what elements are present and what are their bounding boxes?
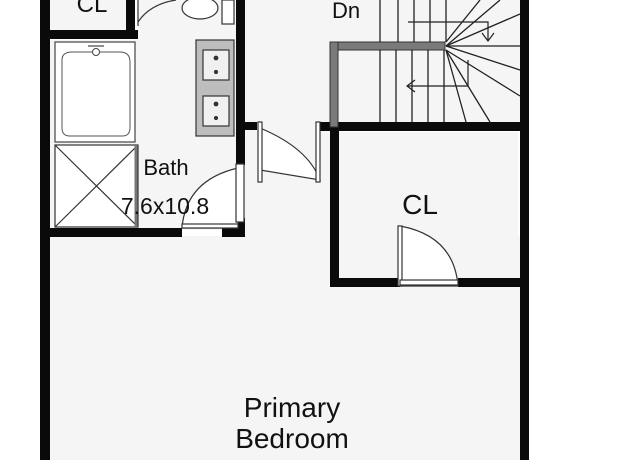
stair-arrow-head-down <box>481 32 495 42</box>
closet-top-left-floor <box>48 0 134 33</box>
bathtub-faucet-icon <box>92 48 100 56</box>
wall-bath-bottom-right <box>222 228 245 237</box>
wall-bath-bottom <box>40 228 182 237</box>
primary-bedroom-label-line1: Primary <box>244 392 340 423</box>
wall-closet-bottom-left <box>330 278 400 287</box>
stair-arrow-path <box>408 21 489 40</box>
wall-hall-stub <box>245 122 257 130</box>
bathtub <box>54 41 136 143</box>
stair-arrow-lower-path <box>408 60 469 87</box>
primary-bedroom-label-line2: Bedroom <box>235 423 349 454</box>
stairs-label: Dn <box>332 0 360 23</box>
walls <box>40 0 529 460</box>
wall-closet-top-left-bottom <box>40 30 138 39</box>
closet-top-left-label: CL <box>77 0 108 18</box>
sink-lower <box>202 95 230 127</box>
bathtub-basin <box>61 51 131 137</box>
toilet-bowl <box>181 0 219 20</box>
wall-closet-left <box>330 130 339 286</box>
staircase <box>379 0 521 123</box>
stair-rail <box>329 41 446 128</box>
wall-bath-right-top <box>236 0 245 165</box>
door-swing-closet-center <box>399 225 459 287</box>
wall-hall-mid <box>320 122 528 131</box>
wall-right-outer <box>520 0 529 460</box>
shower-stall <box>54 144 139 228</box>
vanity <box>195 39 235 137</box>
hall-floor <box>238 0 528 125</box>
wall-closet-top-left-right <box>126 0 135 38</box>
door-swing-closet-top-left <box>137 0 177 23</box>
bath-dimensions: 7.6x10.8 <box>121 193 209 219</box>
bath-label: Bath <box>143 155 188 180</box>
toilet <box>181 0 235 25</box>
wall-closet-bottom-right <box>458 278 528 287</box>
toilet-tank <box>221 0 235 25</box>
wall-bath-right-lower <box>236 218 245 236</box>
doors <box>137 0 459 287</box>
closet-center-label: CL <box>402 189 438 220</box>
stair-arrow-head-left <box>406 79 416 93</box>
stair-rail-top <box>329 41 446 51</box>
sink-upper <box>202 49 230 81</box>
stair-rail-side <box>329 41 339 128</box>
